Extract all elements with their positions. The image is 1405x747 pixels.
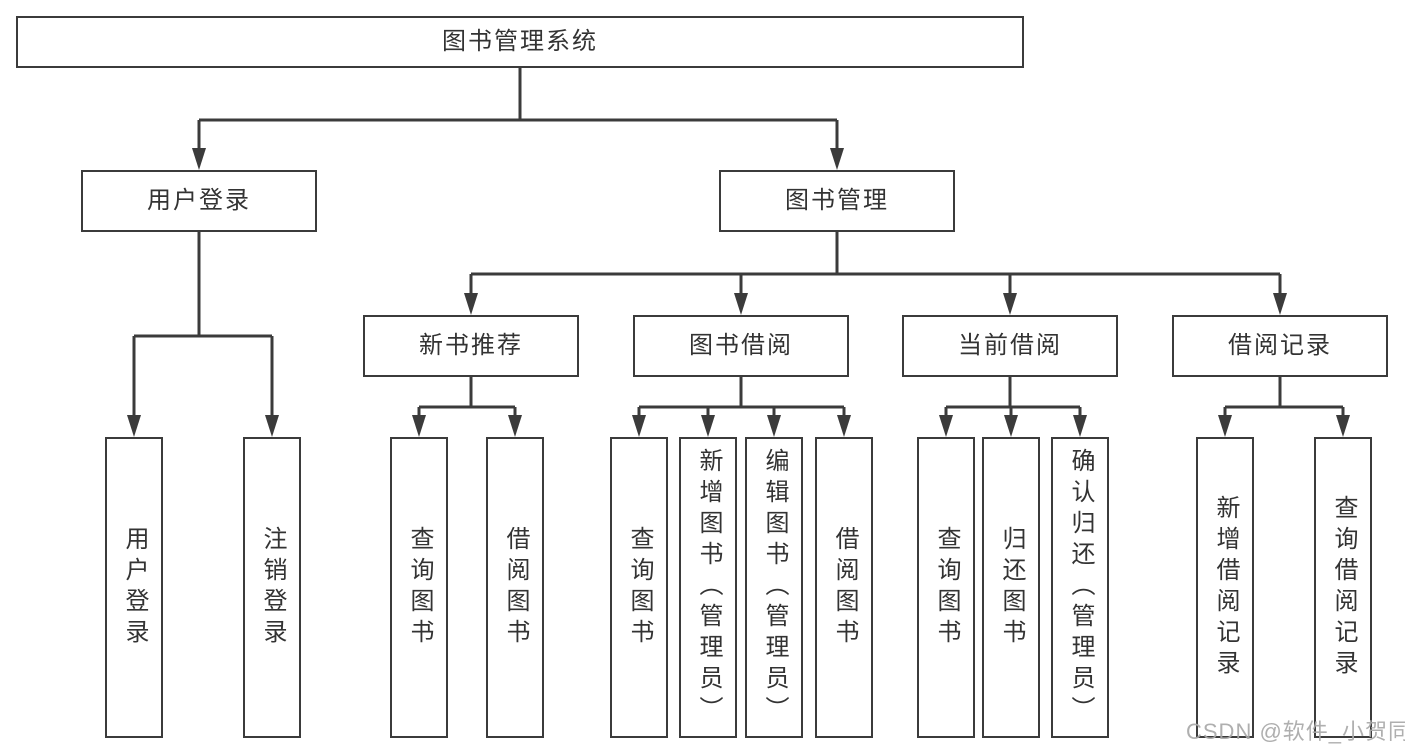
connector-borrowrecords-to-leaves	[1223, 377, 1345, 417]
leaf-borrow-query-books: 查询图书	[610, 437, 668, 738]
node-book-management: 图书管理	[719, 170, 955, 232]
leaf-logout: 注销登录	[243, 437, 301, 738]
connector-bookborrow-to-leaves	[637, 377, 846, 417]
leaf-current-confirm-return-admin: 确认归还（管理员）	[1051, 437, 1109, 738]
node-new-book-recommendation: 新书推荐	[363, 315, 579, 377]
leaf-borrow-borrow-books: 借阅图书	[815, 437, 873, 738]
node-label: 注销登录	[259, 525, 286, 650]
leaf-borrow-edit-books-admin: 编辑图书（管理员）	[745, 437, 803, 738]
connector-newbookrec-to-leaves	[417, 377, 517, 417]
node-label: 图书管理系统	[442, 28, 598, 55]
node-book-borrowing: 图书借阅	[633, 315, 849, 377]
leaf-user-login: 用户登录	[105, 437, 163, 738]
leaf-rec-query-books: 查询图书	[390, 437, 448, 738]
arrowheads-borrowrecords-leaves	[1218, 415, 1350, 437]
arrowheads-newbookrec-leaves	[412, 415, 522, 437]
node-user-login: 用户登录	[81, 170, 317, 232]
node-label: 图书管理	[785, 187, 889, 214]
connector-currentborrow-to-leaves	[944, 377, 1082, 417]
leaf-records-query-borrow-record: 查询借阅记录	[1314, 437, 1372, 738]
node-current-borrowing: 当前借阅	[902, 315, 1118, 377]
arrowheads-level3	[464, 293, 1287, 315]
node-label: 借阅图书	[831, 525, 858, 650]
node-label: 新增借阅记录	[1212, 494, 1239, 681]
node-label: 当前借阅	[958, 332, 1062, 359]
leaf-rec-borrow-books: 借阅图书	[486, 437, 544, 738]
node-label: 编辑图书（管理员）	[761, 448, 788, 727]
leaf-current-return-books: 归还图书	[982, 437, 1040, 738]
connector-userlogin-to-leaves	[132, 232, 274, 417]
node-label: 用户登录	[121, 525, 148, 650]
node-library-management-system: 图书管理系统	[16, 16, 1024, 68]
leaf-current-query-books: 查询图书	[917, 437, 975, 738]
node-label: 查询借阅记录	[1330, 494, 1357, 681]
leaf-records-add-borrow-record: 新增借阅记录	[1196, 437, 1254, 738]
arrowheads-level2	[192, 148, 844, 170]
node-label: 查询图书	[626, 525, 653, 650]
arrowheads-bookborrow-leaves	[632, 415, 851, 437]
node-label: 确认归还（管理员）	[1067, 448, 1094, 727]
node-label: 借阅图书	[502, 525, 529, 650]
node-label: 新书推荐	[419, 332, 523, 359]
csdn-watermark: CSDN @软件_小贺同学	[1186, 719, 1405, 744]
node-label: 图书借阅	[689, 332, 793, 359]
node-label: 查询图书	[933, 525, 960, 650]
arrowheads-currentborrow-leaves	[939, 415, 1087, 437]
node-label: 归还图书	[998, 525, 1025, 650]
connector-root-to-level2	[197, 68, 839, 150]
leaf-borrow-add-books-admin: 新增图书（管理员）	[679, 437, 737, 738]
node-label: 查询图书	[406, 525, 433, 650]
node-borrowing-records: 借阅记录	[1172, 315, 1388, 377]
node-label: 新增图书（管理员）	[695, 448, 722, 727]
node-label: 借阅记录	[1228, 332, 1332, 359]
node-label: 用户登录	[147, 187, 251, 214]
arrowheads-userlogin-leaves	[127, 415, 279, 437]
connector-bookmgmt-to-level3	[469, 232, 1282, 295]
